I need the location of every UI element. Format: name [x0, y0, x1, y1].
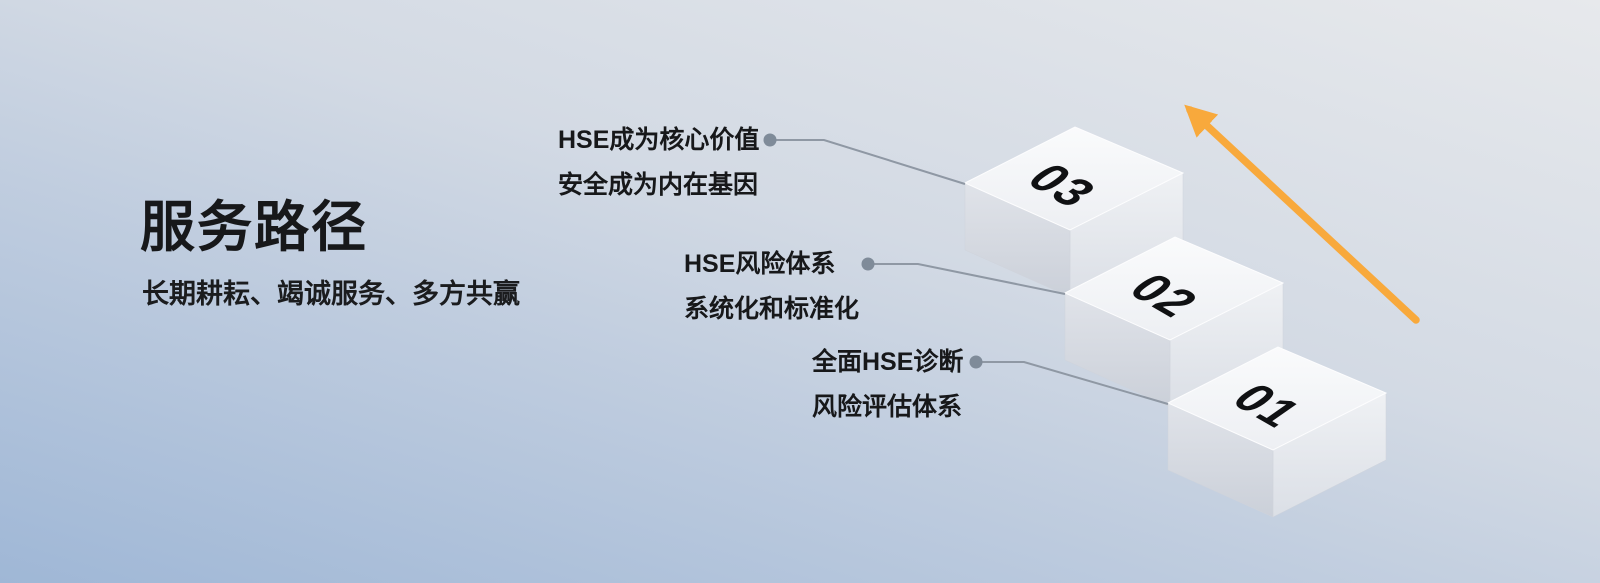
- growth-arrow-icon: [1184, 104, 1420, 324]
- step-2-label-line1: HSE风险体系: [684, 250, 836, 278]
- step-3-label-line2: 安全成为内在基因: [558, 171, 759, 199]
- step-3-top-face: [963, 126, 1185, 231]
- step-3-connector-dot: [763, 133, 777, 147]
- step-1-label-line1: 全面HSE诊断: [812, 348, 964, 376]
- page-subtitle: 长期耕耘、竭诚服务、多方共赢: [142, 279, 520, 309]
- connectors: [770, 139, 1169, 405]
- step-2-connector-line: [868, 263, 1066, 295]
- step-1-connector-dot: [969, 355, 983, 369]
- step-3-label-line1: HSE成为核心价值: [558, 126, 760, 154]
- step-2-label-line2: 系统化和标准化: [684, 295, 860, 323]
- step-3-label: HSE成为核心价值 安全成为内在基因: [558, 118, 759, 208]
- step-1: 01: [1166, 346, 1388, 518]
- step-1-connector-line: [976, 361, 1169, 405]
- step-2-top-face: [1063, 236, 1285, 341]
- connector-dots: [763, 133, 983, 369]
- step-1-top-face: [1166, 346, 1388, 451]
- step-2-connector-dot: [861, 257, 875, 271]
- step-2-label: HSE风险体系 系统化和标准化: [684, 242, 859, 332]
- step-1-label-line2: 风险评估体系: [812, 393, 963, 421]
- step-3-connector-line: [770, 139, 966, 185]
- step-1-label: 全面HSE诊断 风险评估体系: [812, 340, 963, 430]
- page-title: 服务路径: [140, 196, 369, 258]
- step-3: 03: [963, 126, 1185, 298]
